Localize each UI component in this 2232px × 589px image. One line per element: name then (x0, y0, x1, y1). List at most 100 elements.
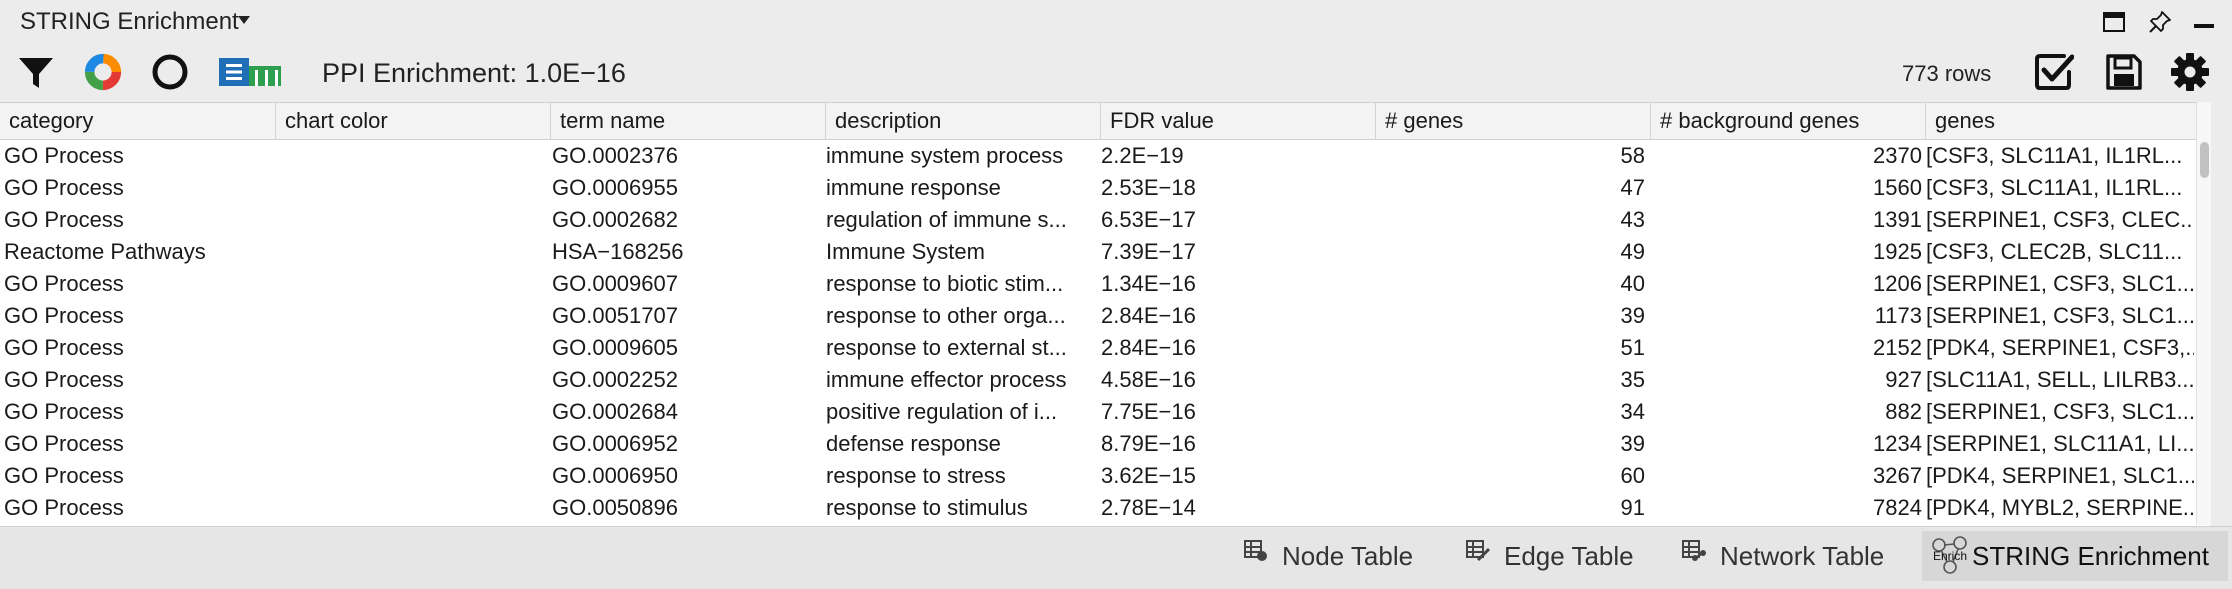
column-header-chart-color[interactable]: chart color (276, 103, 551, 139)
cell-category[interactable]: GO Process (4, 367, 124, 392)
cell-background-genes[interactable]: 882 (1885, 399, 1922, 424)
cell-chart-color[interactable] (276, 204, 546, 236)
cell-genes-count[interactable]: 39 (1620, 431, 1645, 456)
cell-genes-count[interactable]: 35 (1620, 367, 1645, 392)
cell-fdr-value[interactable]: 1.34E−16 (1101, 271, 1196, 296)
cell-category[interactable]: GO Process (4, 143, 124, 168)
cell-category[interactable]: GO Process (4, 175, 124, 200)
cell-term-name[interactable]: HSA−168256 (552, 239, 684, 264)
check-icon[interactable] (2034, 52, 2074, 92)
cell-genes[interactable]: [CSF3, CLEC2B, SLC11... (1926, 239, 2183, 264)
cell-chart-color[interactable] (276, 140, 546, 172)
cell-chart-color[interactable] (276, 300, 546, 332)
cell-chart-color[interactable] (276, 332, 546, 364)
cell-fdr-value[interactable]: 7.75E−16 (1101, 399, 1196, 424)
chevron-down-icon[interactable] (238, 16, 250, 24)
cell-fdr-value[interactable]: 2.53E−18 (1101, 175, 1196, 200)
cell-chart-color[interactable] (276, 364, 546, 396)
cell-genes-count[interactable]: 58 (1620, 143, 1645, 168)
cell-chart-color[interactable] (276, 460, 546, 492)
cell-description[interactable]: response to external st... (826, 335, 1067, 360)
cell-fdr-value[interactable]: 2.78E−14 (1101, 495, 1196, 520)
cell-genes[interactable]: [SERPINE1, SLC11A1, LI... (1926, 431, 2194, 456)
cell-fdr-value[interactable]: 7.39E−17 (1101, 239, 1196, 264)
cell-term-name[interactable]: GO.0002682 (552, 207, 678, 232)
cell-genes[interactable]: [SERPINE1, CSF3, CLEC... (1926, 207, 2194, 232)
cell-genes-count[interactable]: 40 (1620, 271, 1645, 296)
column-header-genes[interactable]: genes (1935, 108, 1995, 133)
cell-term-name[interactable]: GO.0002684 (552, 399, 678, 424)
cell-genes[interactable]: [PDK4, MYBL2, SERPINE... (1926, 495, 2194, 520)
pin-icon[interactable] (2148, 10, 2172, 34)
cell-chart-color[interactable] (276, 492, 546, 524)
cell-term-name[interactable]: GO.0009605 (552, 335, 678, 360)
cell-chart-color[interactable] (276, 428, 546, 460)
cell-chart-color[interactable] (276, 396, 546, 428)
cell-term-name[interactable]: GO.0006950 (552, 463, 678, 488)
cell-genes-count[interactable]: 47 (1620, 175, 1645, 200)
cell-fdr-value[interactable]: 2.2E−19 (1101, 143, 1184, 168)
cell-fdr-value[interactable]: 8.79E−16 (1101, 431, 1196, 456)
cell-background-genes[interactable]: 2152 (1873, 335, 1922, 360)
cell-genes[interactable]: [CSF3, SLC11A1, IL1RL... (1926, 175, 2183, 200)
cell-category[interactable]: GO Process (4, 335, 124, 360)
cell-genes-count[interactable]: 60 (1620, 463, 1645, 488)
save-icon[interactable] (2104, 52, 2144, 92)
gear-icon[interactable] (2170, 52, 2210, 92)
cell-genes-count[interactable]: 51 (1620, 335, 1645, 360)
cell-category[interactable]: GO Process (4, 399, 124, 424)
cell-category[interactable]: GO Process (4, 271, 124, 296)
cell-background-genes[interactable]: 7824 (1873, 495, 1922, 520)
table-row[interactable]: GO Process GO.0002376 immune system proces… (0, 140, 2196, 172)
cell-term-name[interactable]: GO.0006955 (552, 175, 678, 200)
cell-genes[interactable]: [SERPINE1, CSF3, SLC1... (1926, 271, 2194, 296)
cell-genes[interactable]: [SERPINE1, CSF3, SLC1... (1926, 399, 2194, 424)
cell-background-genes[interactable]: 1925 (1873, 239, 1922, 264)
minimize-icon[interactable] (2192, 10, 2216, 34)
cell-term-name[interactable]: GO.0002252 (552, 367, 678, 392)
cell-genes-count[interactable]: 39 (1620, 303, 1645, 328)
column-header-genes-count[interactable]: # genes (1376, 103, 1651, 139)
cell-chart-color[interactable] (276, 172, 546, 204)
cell-term-name[interactable]: GO.0002376 (552, 143, 678, 168)
cell-background-genes[interactable]: 3267 (1873, 463, 1922, 488)
cell-fdr-value[interactable]: 2.84E−16 (1101, 303, 1196, 328)
column-header-fdr-value[interactable]: FDR value (1101, 103, 1376, 139)
cell-genes-count[interactable]: 34 (1620, 399, 1645, 424)
cell-category[interactable]: GO Process (4, 495, 124, 520)
column-header-background-genes[interactable]: # background genes (1651, 103, 1926, 139)
cell-description[interactable]: response to stimulus (826, 495, 1028, 520)
cell-background-genes[interactable]: 927 (1885, 367, 1922, 392)
cell-description[interactable]: response to other orga... (826, 303, 1066, 328)
vertical-scrollbar[interactable] (2196, 102, 2211, 525)
column-header-description[interactable]: description (826, 103, 1101, 139)
cell-background-genes[interactable]: 1234 (1873, 431, 1922, 456)
donut-chart-icon[interactable] (82, 52, 124, 92)
cell-description[interactable]: immune effector process (826, 367, 1067, 392)
cell-background-genes[interactable]: 2370 (1873, 143, 1922, 168)
cell-category[interactable]: GO Process (4, 207, 124, 232)
table-row[interactable]: GO Process GO.0009605 response to external… (0, 332, 2196, 364)
column-header-category[interactable]: category (0, 103, 276, 139)
cell-description[interactable]: Immune System (826, 239, 985, 264)
cell-chart-color[interactable] (276, 236, 546, 268)
cell-description[interactable]: immune system process (826, 143, 1064, 168)
cell-description[interactable]: immune response (826, 175, 1001, 200)
cell-fdr-value[interactable]: 2.84E−16 (1101, 335, 1196, 360)
circle-icon[interactable] (150, 52, 190, 92)
cell-genes[interactable]: [PDK4, SERPINE1, SLC1... (1926, 463, 2194, 488)
cell-background-genes[interactable]: 1560 (1873, 175, 1922, 200)
scrollbar-thumb[interactable] (2200, 142, 2209, 178)
cell-description[interactable]: defense response (826, 431, 1001, 456)
cell-description[interactable]: positive regulation of i... (826, 399, 1058, 424)
column-header-term-name[interactable]: term name (551, 103, 826, 139)
enrichment-map-icon[interactable] (218, 52, 282, 92)
cell-description[interactable]: response to stress (826, 463, 1006, 488)
